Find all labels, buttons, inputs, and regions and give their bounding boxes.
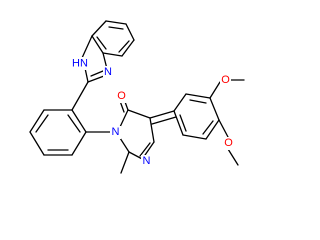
atom-label-imidazolone-n-aryl: N <box>110 126 121 139</box>
exocyclic-double-bond <box>149 110 177 125</box>
central-phenyl-ring <box>29 109 87 156</box>
atom-label-methoxy-o-lower: O <box>223 137 234 150</box>
svg-text:N: N <box>104 66 112 78</box>
svg-text:HN: HN <box>72 58 88 70</box>
svg-text:N: N <box>143 155 151 167</box>
svg-text:O: O <box>117 90 126 102</box>
atom-label-benzimidazole-nh: HN <box>69 57 91 70</box>
methoxy-upper-bonds <box>209 79 245 99</box>
methyl-bond <box>120 151 130 174</box>
imidazolone-ring <box>119 109 155 162</box>
biaryl-bond <box>71 81 89 111</box>
svg-text:O: O <box>224 137 233 149</box>
atom-label-methoxy-o-upper: O <box>220 74 231 87</box>
atom-label-carbonyl-o: O <box>116 90 127 103</box>
molecule-structure-diagram: HN N O N N O O <box>29 20 245 174</box>
svg-text:N: N <box>112 126 120 138</box>
atom-label-benzimidazole-n: N <box>103 66 113 79</box>
atom-label-imidazolone-n-exo: N <box>141 155 152 168</box>
dimethoxyphenyl-ring <box>173 93 220 140</box>
methoxy-lower-bonds <box>218 119 239 166</box>
svg-text:O: O <box>221 74 230 86</box>
benzimidazole-benzene-ring <box>91 20 135 57</box>
